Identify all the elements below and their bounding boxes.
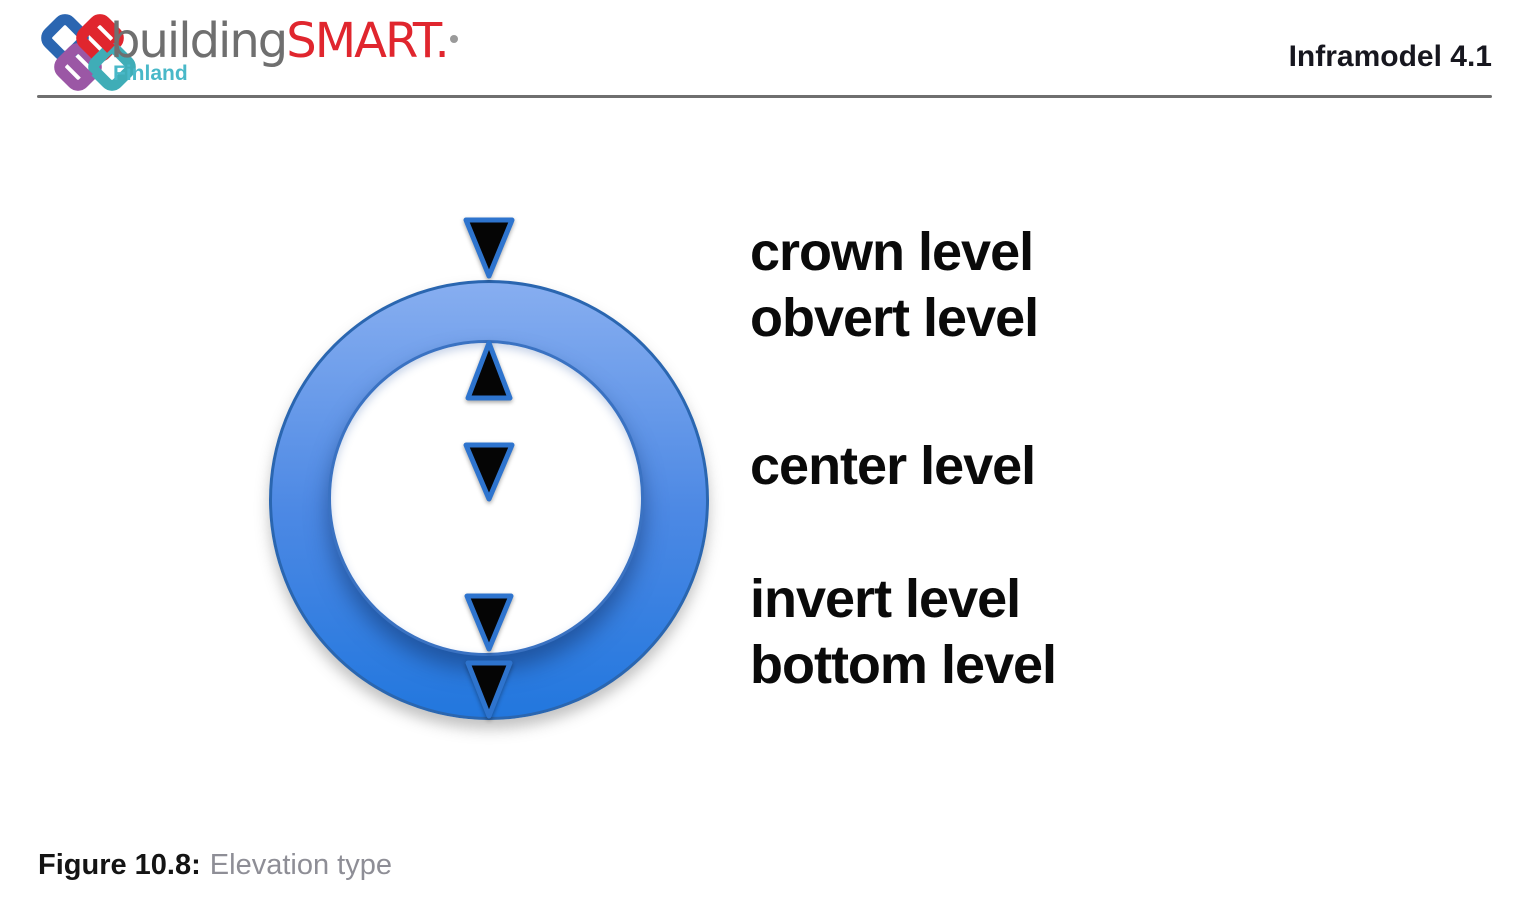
crown-level-arrow-down-icon <box>462 216 516 280</box>
brand-word-smart: SMART. <box>286 13 449 69</box>
header-divider <box>37 95 1492 98</box>
crown-level-label: crown level <box>750 222 1034 282</box>
label-group-bottom: invert level bottom level <box>750 566 1057 698</box>
bottom-level-arrow-down-icon <box>464 659 514 720</box>
label-group-top: crown level obvert level <box>750 219 1039 351</box>
figure-caption-text: Elevation type <box>209 849 392 881</box>
label-group-center: center level <box>750 433 1036 499</box>
obvert-level-label: obvert level <box>750 288 1039 348</box>
invert-level-label: invert level <box>750 569 1021 629</box>
figure-caption-number: Figure 10.8: <box>38 849 201 881</box>
brand-region-finland: Finland <box>113 62 188 85</box>
buildingsmart-logo-icon <box>41 14 136 91</box>
center-level-arrow-down-icon <box>462 441 516 503</box>
brand-word-building: building <box>110 13 288 69</box>
figure-caption: Figure 10.8:Elevation type <box>38 849 392 882</box>
invert-level-arrow-down-icon <box>463 592 515 653</box>
bottom-level-label: bottom level <box>750 635 1057 695</box>
document-title: Inframodel 4.1 <box>1288 40 1492 73</box>
registered-mark-icon <box>449 35 458 43</box>
center-level-label: center level <box>750 436 1036 496</box>
brand-wordmark: buildingSMART. <box>110 13 458 69</box>
obvert-level-arrow-up-icon <box>465 340 513 402</box>
